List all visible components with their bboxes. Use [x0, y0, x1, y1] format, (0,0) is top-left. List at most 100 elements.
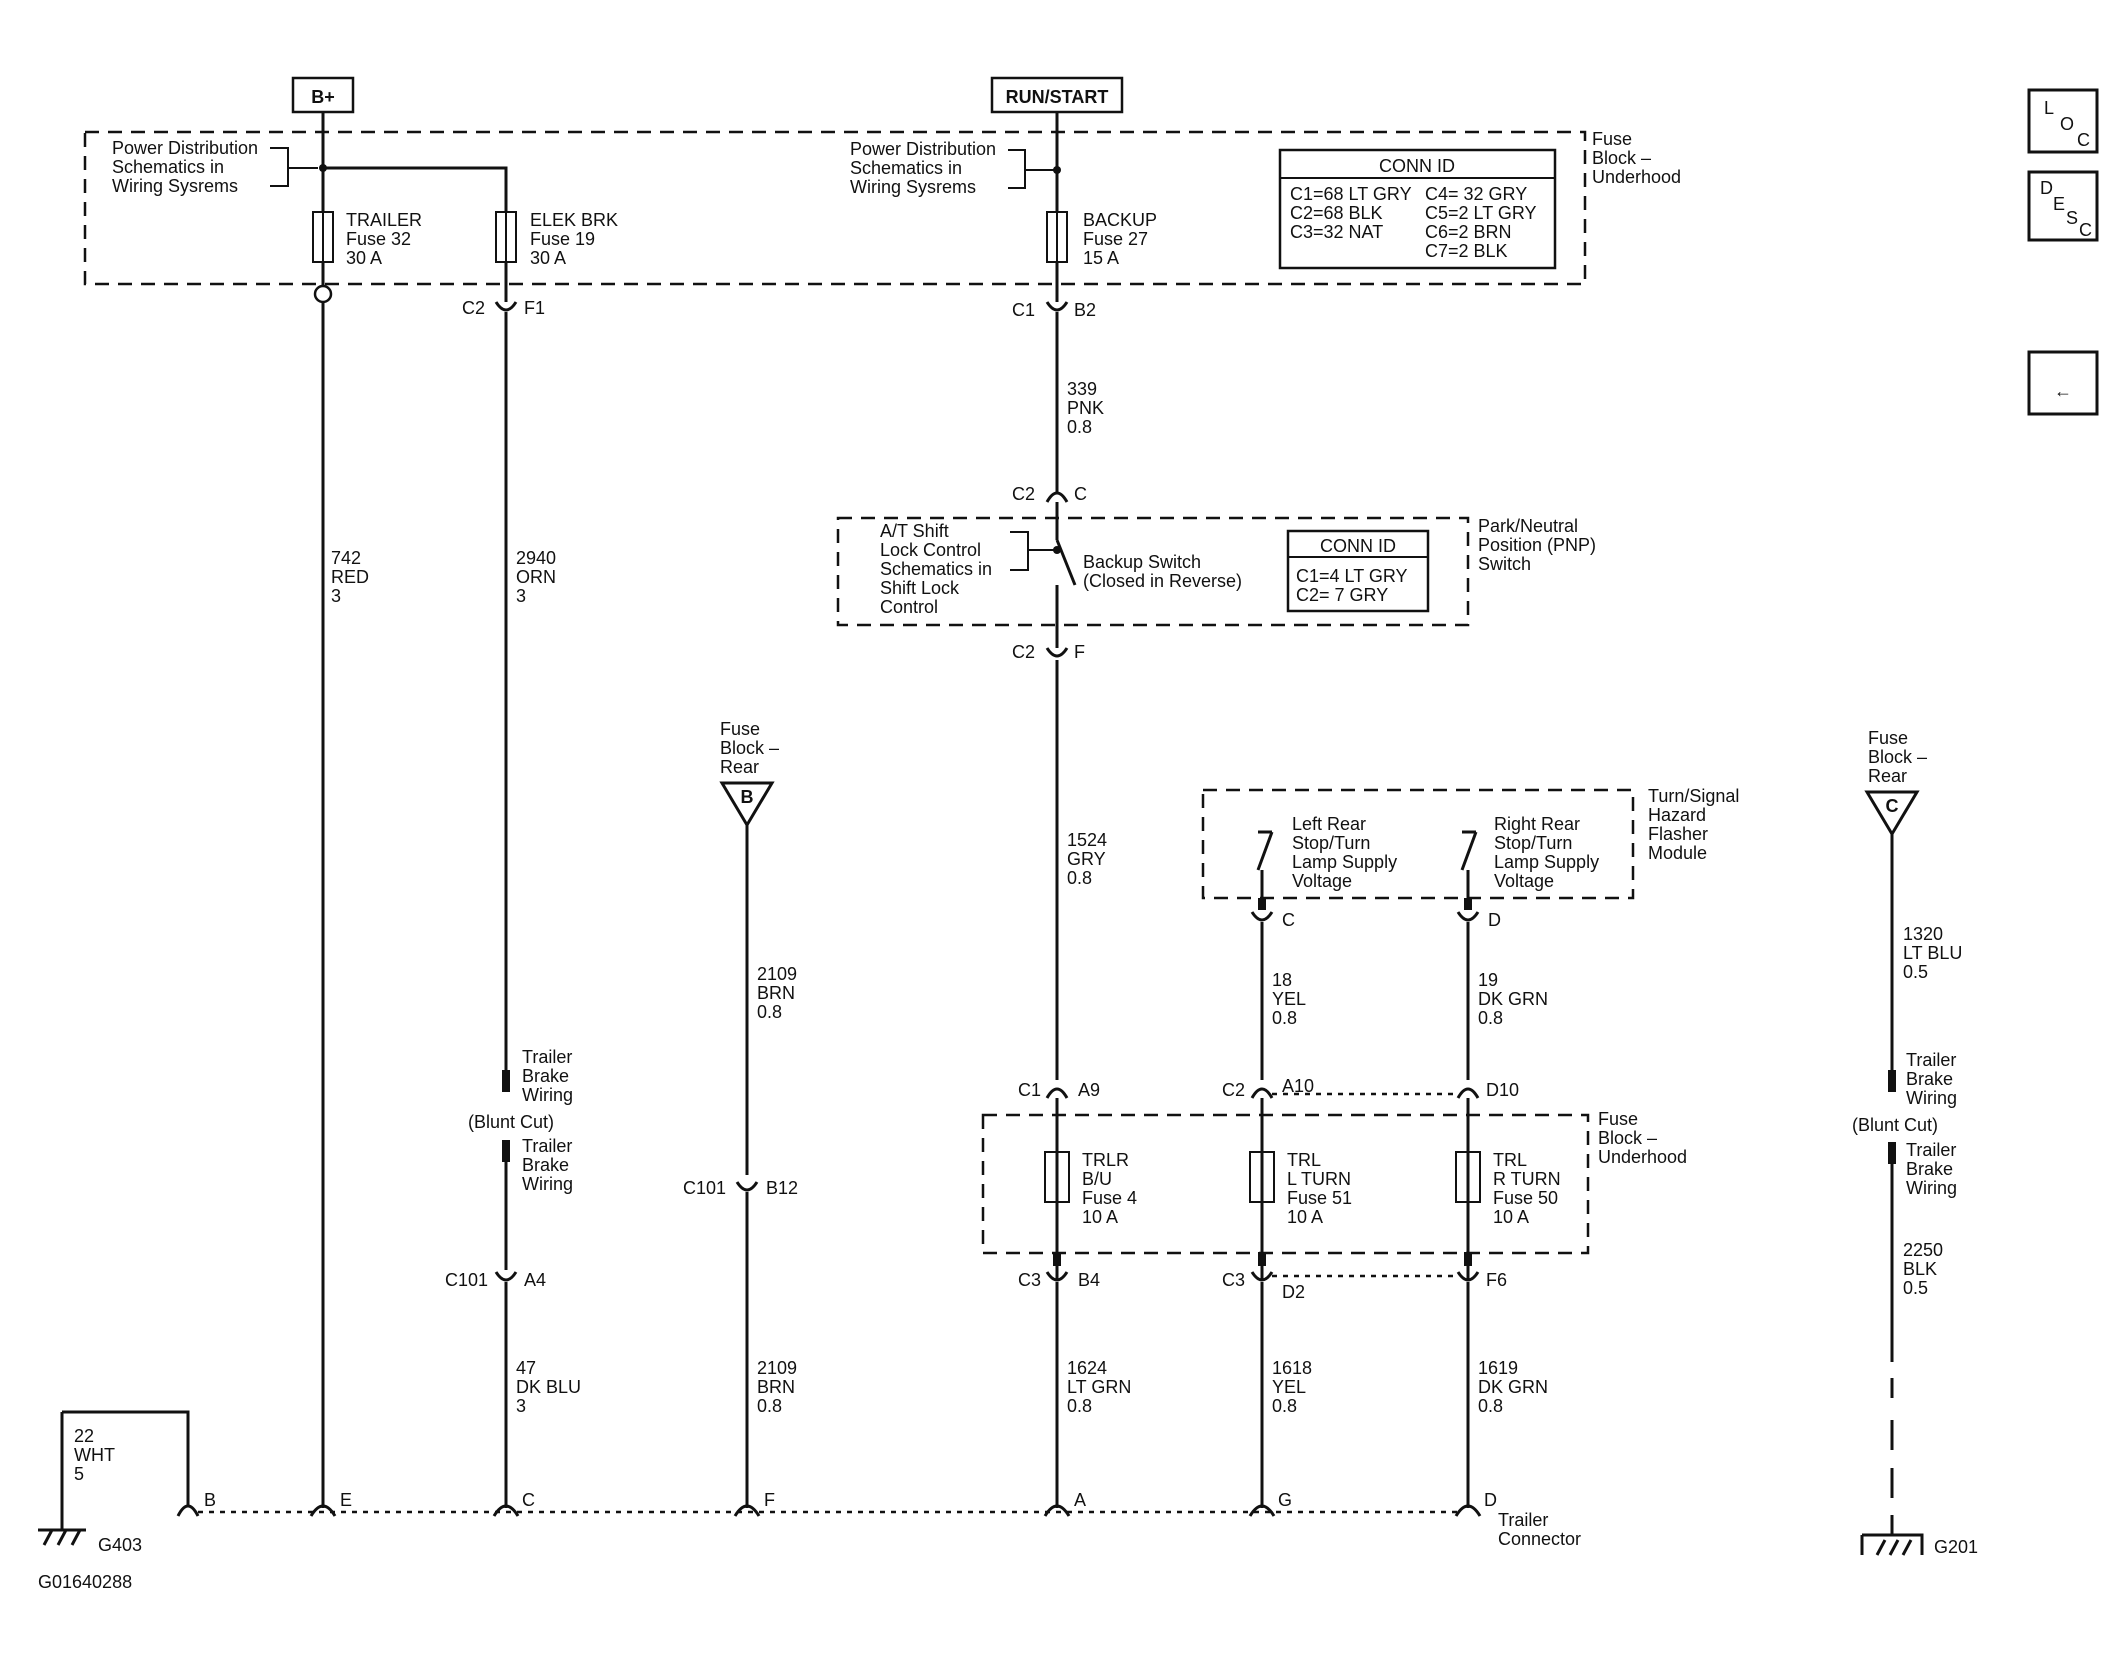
svg-text:0.8: 0.8 [1478, 1008, 1503, 1028]
svg-text:L TURN: L TURN [1287, 1169, 1351, 1189]
blunt-cut-lower-end [502, 1140, 510, 1162]
svg-text:Voltage: Voltage [1494, 871, 1554, 891]
desc-s: S [2066, 208, 2078, 228]
fuse-block-rear-b-label: Fuse Block – Rear [720, 719, 779, 777]
connector-c101-b12: C101 B12 [683, 1178, 798, 1198]
pnp-switch-title: Park/Neutral Position (PNP) Switch [1478, 516, 1596, 574]
svg-text:B12: B12 [766, 1178, 798, 1198]
trailer-pin-f: F [733, 1490, 775, 1517]
fuse-block-rear-c-label: Fuse Block – Rear [1868, 728, 1927, 786]
connector-f6: F6 [1456, 1270, 1507, 1290]
svg-text:A10: A10 [1282, 1076, 1314, 1096]
svg-text:DK GRN: DK GRN [1478, 1377, 1548, 1397]
svg-text:TRL: TRL [1287, 1150, 1321, 1170]
svg-text:Block –: Block – [1598, 1128, 1657, 1148]
svg-text:BRN: BRN [757, 983, 795, 1003]
runstart-label: RUN/START [1006, 87, 1109, 107]
connector-c2-c: C2 C [1012, 484, 1087, 504]
right-rear-supply-switch [1460, 830, 1478, 902]
svg-text:1619: 1619 [1478, 1358, 1518, 1378]
wire-18-label: 18 YEL 0.8 [1272, 970, 1306, 1028]
trailer-brake-wiring-right-upper-label: Trailer Brake Wiring [1906, 1050, 1957, 1108]
svg-text:Wiring Sysrems: Wiring Sysrems [850, 177, 976, 197]
figure-id: G01640288 [38, 1572, 132, 1592]
svg-text:Fuse 4: Fuse 4 [1082, 1188, 1137, 1208]
svg-text:18: 18 [1272, 970, 1292, 990]
svg-text:0.8: 0.8 [1067, 417, 1092, 437]
power-distribution-left-label: Power Distribution Schematics in Wiring … [112, 138, 258, 196]
wire-2250-label: 2250 BLK 0.5 [1903, 1240, 1943, 1298]
svg-text:C: C [1074, 484, 1087, 504]
svg-text:0.8: 0.8 [1067, 868, 1092, 888]
svg-text:Trailer: Trailer [1906, 1140, 1956, 1160]
desc-c: C [2079, 220, 2092, 240]
svg-text:C2: C2 [1012, 642, 1035, 662]
svg-text:E: E [340, 1490, 352, 1510]
backup-switch-label: Backup Switch (Closed in Reverse) [1083, 552, 1242, 591]
svg-text:C: C [522, 1490, 535, 1510]
connector-c2-f1: C2 F1 [462, 298, 545, 318]
wire-22 [62, 1410, 190, 1506]
trailer-fuse-terminal [313, 284, 333, 304]
svg-text:Lock Control: Lock Control [880, 540, 981, 560]
wire-2940-label: 2940 ORN 3 [516, 548, 556, 606]
right-rear-supply-label: Right Rear Stop/Turn Lamp Supply Voltage [1494, 814, 1599, 891]
svg-text:Trailer: Trailer [522, 1047, 572, 1067]
svg-text:DK GRN: DK GRN [1478, 989, 1548, 1009]
svg-text:Rear: Rear [720, 757, 759, 777]
svg-text:A9: A9 [1078, 1080, 1100, 1100]
svg-text:C5=2 LT GRY: C5=2 LT GRY [1425, 203, 1537, 223]
svg-text:C2=68 BLK: C2=68 BLK [1290, 203, 1383, 223]
wire-2109-upper-label: 2109 BRN 0.8 [757, 964, 797, 1022]
flasher-module-boundary [1201, 788, 1635, 900]
svg-text:F: F [764, 1490, 775, 1510]
svg-text:Wiring: Wiring [522, 1085, 573, 1105]
trailer-pin-c: C [492, 1490, 535, 1517]
svg-text:A/T Shift: A/T Shift [880, 521, 949, 541]
backup-switch [1055, 502, 1077, 625]
desc-d: D [2040, 178, 2053, 198]
svg-text:Fuse: Fuse [720, 719, 760, 739]
ground-g201-symbol [1860, 1533, 1924, 1556]
svg-text:Hazard: Hazard [1648, 805, 1706, 825]
svg-text:D2: D2 [1282, 1282, 1305, 1302]
svg-text:2109: 2109 [757, 1358, 797, 1378]
trailer-pin-d: D [1454, 1490, 1497, 1517]
svg-text:(Closed in Reverse): (Closed in Reverse) [1083, 571, 1242, 591]
svg-text:DK BLU: DK BLU [516, 1377, 581, 1397]
svg-text:0.8: 0.8 [757, 1002, 782, 1022]
svg-text:2109: 2109 [757, 964, 797, 984]
fuse-4-label: TRLR B/U Fuse 4 10 A [1082, 1150, 1137, 1227]
svg-text:D: D [1488, 910, 1501, 930]
description-button[interactable]: D E S C [2027, 170, 2099, 242]
location-button[interactable]: L O C [2027, 88, 2099, 154]
svg-text:LT BLU: LT BLU [1903, 943, 1962, 963]
connector-c3-b4: C3 B4 [1018, 1270, 1100, 1290]
fuse-32-label: TRAILER Fuse 32 30 A [346, 210, 422, 268]
svg-text:2940: 2940 [516, 548, 556, 568]
runstart-source-box: RUN/START [990, 76, 1124, 114]
svg-text:C3: C3 [1222, 1270, 1245, 1290]
svg-text:Left Rear: Left Rear [1292, 814, 1366, 834]
svg-text:2250: 2250 [1903, 1240, 1943, 1260]
svg-text:3: 3 [331, 586, 341, 606]
svg-text:C7=2 BLK: C7=2 BLK [1425, 241, 1508, 261]
svg-text:CONN ID: CONN ID [1320, 536, 1396, 556]
svg-text:0.8: 0.8 [1272, 1008, 1297, 1028]
svg-text:C2: C2 [1012, 484, 1035, 504]
svg-text:Trailer: Trailer [522, 1136, 572, 1156]
svg-text:C101: C101 [445, 1270, 488, 1290]
svg-text:C1=4 LT GRY: C1=4 LT GRY [1296, 566, 1408, 586]
wire-22-label: 22 WHT 5 [74, 1426, 115, 1484]
svg-text:D: D [1484, 1490, 1497, 1510]
flasher-module-title: Turn/Signal Hazard Flasher Module [1648, 786, 1739, 863]
fuse-block-underhood-bottom-label: Fuse Block – Underhood [1598, 1109, 1687, 1167]
svg-text:Control: Control [880, 597, 938, 617]
svg-text:Backup Switch: Backup Switch [1083, 552, 1201, 572]
fuse-51-label: TRL L TURN Fuse 51 10 A [1287, 1150, 1352, 1227]
back-button[interactable]: ← [2027, 350, 2099, 416]
svg-text:0.5: 0.5 [1903, 1278, 1928, 1298]
svg-text:10 A: 10 A [1287, 1207, 1323, 1227]
fuse-block-underhood-bottom-boundary [981, 1113, 1590, 1255]
svg-text:Right Rear: Right Rear [1494, 814, 1580, 834]
